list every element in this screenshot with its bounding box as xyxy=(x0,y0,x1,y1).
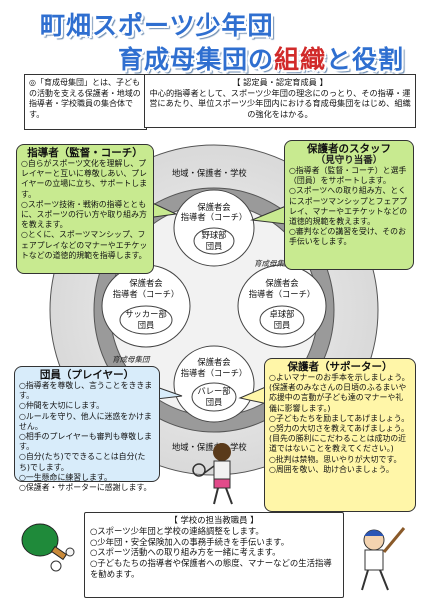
soccer-parents: 保護者会 xyxy=(129,278,163,288)
tabletennis-members: 団員 xyxy=(273,320,291,330)
coach-item: ○スポーツ技術・戦術の指導とともに、スポーツの行い方や取り組み方を教えます。 xyxy=(21,199,147,230)
coach-title: 指導者（監督・コーチ） xyxy=(27,147,143,159)
title-line2-a: 育成母集団の xyxy=(118,45,275,74)
baseball-team: 野球部 xyxy=(201,230,227,240)
coach-item: ○自らがスポーツ文化を理解し、プレイヤーと互いに尊敬しあい、プレイヤーの立場に立… xyxy=(21,159,148,199)
staff-subtitle: （見守り当番） xyxy=(315,155,383,166)
baseball-members: 団員 xyxy=(205,241,223,251)
tabletennis-parents: 保護者会 xyxy=(265,278,299,288)
supporter-title: 保護者（サポーター） xyxy=(287,361,393,373)
staff-title: 保護者のスタッフ xyxy=(307,143,391,155)
supporter-item: ○よいマナーのお手本を示しましょう。(保護者のみなさんの日頃のふるまいや応援中の… xyxy=(269,373,410,413)
title-line2-c: と役割 xyxy=(326,45,405,74)
player-item: ○仲間を大切にします。 xyxy=(19,401,105,411)
school-item: ○少年団・安全保険加入の事務手続きを手伝います。 xyxy=(90,536,290,547)
tabletennis-inner-oval xyxy=(259,305,305,335)
coach-item: ○とくに、スポーツマンシップ、フェアプレイなどのマナーやエチケットなどの道徳的規… xyxy=(21,230,148,260)
supporter-item: ○子どもたちを励ましてあげましょう。 xyxy=(269,413,410,423)
player-item: ○ルールを守り、他人に迷惑をかけません。 xyxy=(19,411,152,431)
tabletennis-coach: 指導者（コーチ） xyxy=(248,289,316,299)
supporter-item: ○努力の大切さを教えてあげましょう。(目先の勝利にこだわることは成功の近道ではな… xyxy=(269,424,409,454)
volleyball-coach: 指導者（コーチ） xyxy=(180,368,248,378)
supporter-item: ○周囲を敬い、助け合いましょう。 xyxy=(269,464,394,474)
player-title: 団員（プレイヤー） xyxy=(39,369,135,381)
supporter-item: ○批判は禁物。思いやりが大切です。 xyxy=(269,454,402,464)
baseball-coach: 指導者（コーチ） xyxy=(180,212,248,222)
school-item: ○スポーツ活動への取り組み方を一緒に考えます。 xyxy=(90,547,281,558)
coach-box: 指導者（監督・コーチ） ○自らがスポーツ文化を理解し、プレイヤーと互いに尊敬しあ… xyxy=(16,144,154,274)
outer-label-top: 地域・保護者・学校 xyxy=(172,168,247,178)
soccer-team: サッカー部 xyxy=(125,309,167,319)
volleyball-parents: 保護者会 xyxy=(197,357,231,367)
player-item: ○保護者・サポーターに感謝します。 xyxy=(19,483,152,493)
soccer-members: 団員 xyxy=(137,320,155,330)
volleyball-members: 団員 xyxy=(205,397,223,407)
school-title: 【 学校の担当教職員 】 xyxy=(169,515,259,525)
ring-label-1: 育成母集団 xyxy=(254,259,292,268)
staff-item: ○審判などの講習を受け、そのお手伝いをします。 xyxy=(289,227,406,247)
soccer-inner-oval xyxy=(119,305,173,335)
baseball-parents: 保護者会 xyxy=(197,202,231,212)
volleyball-inner-oval xyxy=(191,382,237,412)
staff-item: ○スポーツへの取り組み方、とくにスポーツマンシップとフェアプレイ、マナーやエチケ… xyxy=(289,186,408,227)
school-item: ○子どもたちの指導者や保護者への態度、マナーなどの生活指導を勧めます。 xyxy=(90,558,332,579)
player-item: ○指導者を尊敬し、言うことをききます。 xyxy=(19,381,153,401)
staff-box: 保護者のスタッフ （見守り当番） ○指導者（監督・コーチ）と選手（団員）をサポー… xyxy=(284,140,414,270)
title-line2: 育成母集団の組織と役割 xyxy=(118,40,404,76)
ring-label-2: 育成母集団 xyxy=(112,355,150,364)
player-item: ○相手のプレイヤーも審判も尊敬します。 xyxy=(19,432,152,452)
supporter-box: 保護者（サポーター） ○よいマナーのお手本を示しましょう。(保護者のみなさんの日… xyxy=(264,358,416,512)
committee-text: 中心的指導者として、スポーツ少年団の理念にのっとり、その指導・運営にあたり、単位… xyxy=(149,87,411,119)
title-line1: 町畑スポーツ少年団 xyxy=(40,11,274,40)
player-box: 団員（プレイヤー） ○指導者を尊敬し、言うことをききます。 ○仲間を大切にします… xyxy=(14,366,160,492)
school-item: ○スポーツ少年団と学校の連絡調整をします。 xyxy=(90,525,264,536)
soccer-coach: 指導者（コーチ） xyxy=(112,289,180,299)
staff-item: ○指導者（監督・コーチ）と選手（団員）をサポートします。 xyxy=(289,166,407,186)
committee-box: 【 認定員・認定育成員 】 中心的指導者として、スポーツ少年団の理念にのっとり、… xyxy=(144,74,416,128)
intro-text: ◎「育成母集団」とは、子どもの活動を支える保護者・地域の指導者・学校職員の集合体… xyxy=(29,78,141,119)
player-item: ○一生懸命に練習します。 xyxy=(19,472,112,482)
player-item: ○自分(たち)でできることは自分(たち)でします。 xyxy=(19,452,146,472)
committee-title: 【 認定員・認定育成員 】 xyxy=(232,77,328,87)
volleyball-team: バレー部 xyxy=(197,386,231,396)
title-line2-b: 組織 xyxy=(274,45,327,74)
outer-label-bottom: 地域・保護者・学校 xyxy=(172,442,247,452)
tabletennis-team: 卓球部 xyxy=(269,309,295,319)
school-box: 【 学校の担当教職員 】 ○スポーツ少年団と学校の連絡調整をします。 ○少年団・… xyxy=(84,512,344,598)
baseball-inner-oval xyxy=(193,227,235,255)
intro-box: ◎「育成母集団」とは、子どもの活動を支える保護者・地域の指導者・学校職員の集合体… xyxy=(24,74,147,130)
